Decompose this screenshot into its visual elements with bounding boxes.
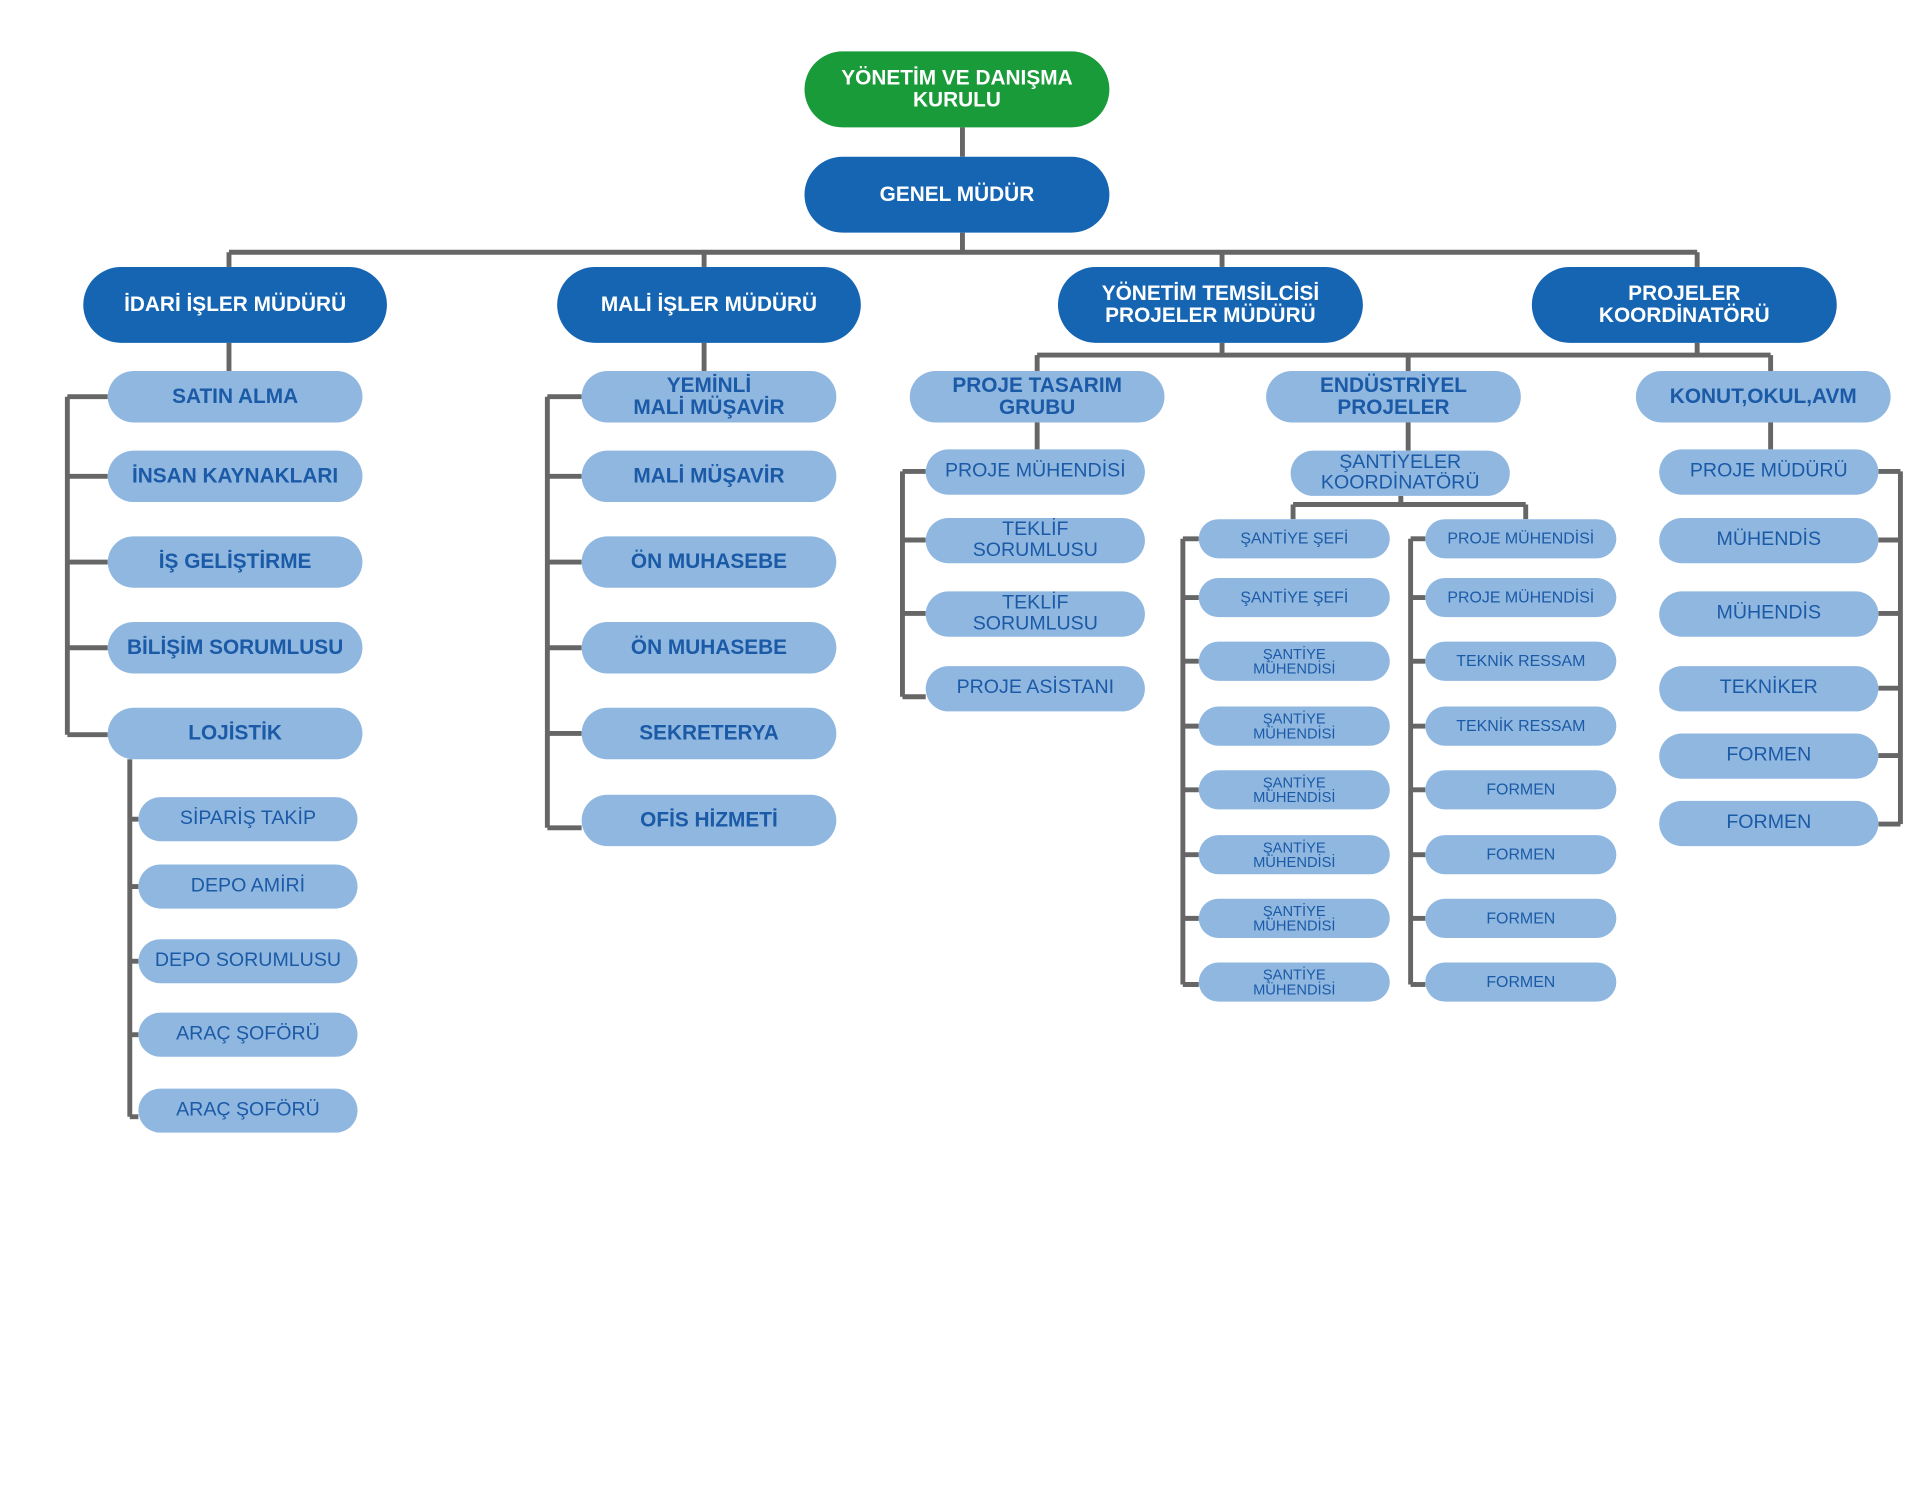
dept-idari-node: İDARİ İŞLER MÜDÜRÜ	[83, 266, 387, 343]
idari-unit-node: LOJİSTİK	[107, 707, 363, 760]
residential-staff-node: FORMEN	[1659, 800, 1879, 847]
logistics-staff-node: ARAÇ ŞOFÖRÜ	[138, 1088, 358, 1133]
logistics-staff-node: DEPO AMİRİ	[138, 864, 358, 909]
logistics-staff-node: ARAÇ ŞOFÖRÜ	[138, 1012, 358, 1057]
site-staff-node: ŞANTİYE MÜHENDİSİ	[1198, 835, 1390, 875]
mali-unit-node: ÖN MUHASEBE	[581, 536, 837, 588]
design-staff-node: TEKLİF SORUMLUSU	[925, 591, 1145, 637]
board-node: YÖNETİM VE DANIŞMA KURULU	[804, 51, 1110, 128]
mali-unit-node: OFİS HİZMETİ	[581, 794, 837, 847]
residential-staff-node: MÜHENDİS	[1659, 517, 1879, 564]
residential-staff-node: TEKNİKER	[1659, 666, 1879, 712]
mali-unit-node: YEMİNLİ MALİ MÜŞAVİR	[581, 371, 837, 423]
residential-staff-node: PROJE MÜDÜRÜ	[1659, 449, 1879, 495]
residential-group-node: KONUT,OKUL,AVM	[1635, 371, 1891, 423]
design-staff-node: PROJE ASİSTANI	[925, 666, 1145, 712]
site-staff-node: ŞANTİYE MÜHENDİSİ	[1198, 962, 1390, 1002]
idari-unit-node: İŞ GELİŞTİRME	[107, 536, 363, 588]
technical-staff-node: FORMEN	[1425, 962, 1617, 1002]
site-staff-node: ŞANTİYE MÜHENDİSİ	[1198, 770, 1390, 810]
idari-unit-node: İNSAN KAYNAKLARI	[107, 450, 363, 503]
technical-staff-node: TEKNİK RESSAM	[1425, 706, 1617, 746]
site-staff-node: ŞANTİYE MÜHENDİSİ	[1198, 706, 1390, 746]
site-staff-node: ŞANTİYE MÜHENDİSİ	[1198, 641, 1390, 681]
technical-staff-node: PROJE MÜHENDİSİ	[1425, 519, 1617, 559]
industrial-group-node: ENDÜSTRİYEL PROJELER	[1266, 371, 1521, 423]
design-staff-node: PROJE MÜHENDİSİ	[925, 449, 1145, 495]
technical-staff-node: TEKNİK RESSAM	[1425, 641, 1617, 681]
idari-unit-node: BİLİŞİM SORUMLUSU	[107, 622, 363, 674]
technical-staff-node: FORMEN	[1425, 835, 1617, 875]
logistics-staff-node: DEPO SORUMLUSU	[138, 939, 358, 984]
site-coordinator-node: ŞANTİYELER KOORDİNATÖRÜ	[1290, 450, 1510, 496]
dept-yonetim-node: YÖNETİM TEMSİLCİSİ PROJELER MÜDÜRÜ	[1057, 266, 1363, 343]
design-group-node: PROJE TASARIM GRUBU	[909, 371, 1165, 423]
site-staff-node: ŞANTİYE ŞEFİ	[1198, 577, 1390, 618]
residential-staff-node: FORMEN	[1659, 733, 1879, 779]
technical-staff-node: FORMEN	[1425, 898, 1617, 938]
residential-staff-node: MÜHENDİS	[1659, 591, 1879, 637]
design-staff-node: TEKLİF SORUMLUSU	[925, 517, 1145, 564]
logistics-staff-node: SİPARİŞ TAKİP	[138, 797, 358, 842]
mali-unit-node: MALİ MÜŞAVİR	[581, 450, 837, 503]
technical-staff-node: FORMEN	[1425, 770, 1617, 810]
ceo-node: GENEL MÜDÜR	[804, 156, 1110, 233]
dept-koordinator-node: PROJELER KOORDİNATÖRÜ	[1531, 266, 1837, 343]
site-staff-node: ŞANTİYE ŞEFİ	[1198, 519, 1390, 559]
mali-unit-node: ÖN MUHASEBE	[581, 622, 837, 674]
technical-staff-node: PROJE MÜHENDİSİ	[1425, 577, 1617, 618]
idari-unit-node: SATIN ALMA	[107, 371, 363, 423]
site-staff-node: ŞANTİYE MÜHENDİSİ	[1198, 898, 1390, 938]
mali-unit-node: SEKRETERYA	[581, 707, 837, 760]
dept-mali-node: MALİ İŞLER MÜDÜRÜ	[557, 266, 861, 343]
